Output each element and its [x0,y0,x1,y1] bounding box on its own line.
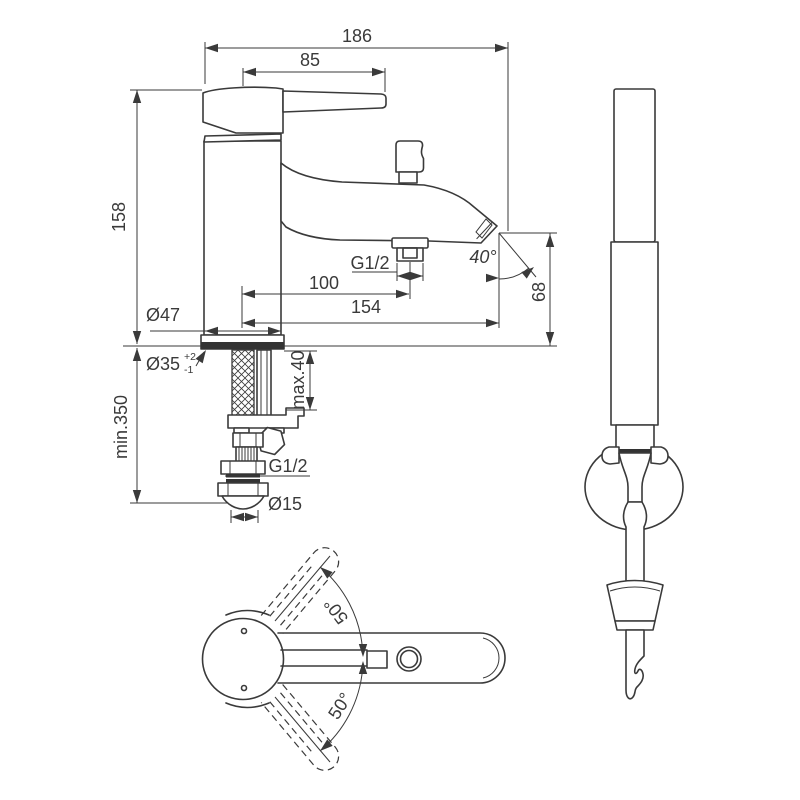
dim-label-max40: max.40 [288,350,308,409]
diverter-neck [398,171,418,184]
shower-neck [615,424,655,454]
dim-label-d35-minus: -1 [184,364,193,376]
handle-lever [282,90,387,113]
bracket-clip-right [650,446,669,465]
cartridge-collar [203,133,282,143]
shower-hose [625,629,645,700]
mounting-plate [227,407,305,429]
base-gasket [201,342,284,349]
escutcheon-edge-top [225,609,270,616]
dim-label-g12-spout: G1/2 [350,253,389,273]
handle-grip [622,501,648,582]
handle-paddle [277,632,506,684]
hose-cone-lip [614,620,656,631]
dim-label-85: 85 [300,50,320,70]
handle-rotated-down [260,684,340,771]
dim-label-min350: min.350 [111,395,131,459]
dim-label-68: 68 [529,282,549,302]
shower-body [610,241,659,426]
compression-nut-lower [217,482,269,497]
shower-head [613,88,656,243]
threaded-rod [256,349,272,417]
outlet-inner [402,247,418,259]
dim-label-d47: Ø47 [146,305,180,325]
top-view: 50° 50° [201,547,506,771]
dim-label-g12-inlet: G1/2 [268,456,307,476]
handle-rotated-up [260,547,340,634]
screw-dot [240,627,248,635]
nut-dome [221,495,265,510]
outlet-flange [391,237,429,249]
lever-neck [366,650,388,669]
screw-dot [240,684,248,692]
valve-body-top [201,617,285,701]
compression-nut-upper [220,460,266,475]
handle-button-outer [396,646,422,672]
handle-button-inner [399,649,419,669]
bracket-clip-left [601,446,620,465]
dim-label-d15: Ø15 [268,494,302,514]
front-view [123,86,557,510]
dim-label-100: 100 [309,273,339,293]
hex-fitting [232,432,264,448]
hose-cone [606,579,664,622]
front-dimensions: 186 85 158 min.350 Ø47 Ø35 +2 -1 [109,26,557,523]
braided-hose [231,349,255,417]
diverter-knob [395,140,425,173]
hose-cone-rim [609,586,661,592]
hand-shower-view [584,88,684,700]
o-ring [226,479,260,483]
paddle-end-line [482,637,500,679]
aerator-face-line [476,221,493,240]
handle-knob [202,86,284,134]
dim-label-40deg: 40° [469,247,496,267]
dim-label-d35-plus: +2 [184,351,196,363]
spout [280,162,498,244]
dim-label-186: 186 [342,26,372,46]
aerator-insert [475,218,493,239]
escutcheon-edge-bottom [225,702,270,709]
dim-label-50deg-lower: 50° [324,689,356,723]
dim-label-d35: Ø35 [146,354,180,374]
dim-label-154: 154 [351,297,381,317]
shower-neck-band [616,449,654,453]
outlet-body [396,247,424,262]
dim-label-158: 158 [109,202,129,232]
